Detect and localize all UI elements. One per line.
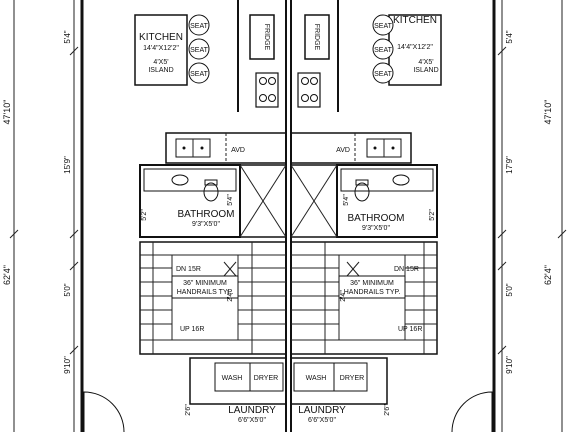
laundry-left	[189, 357, 287, 405]
island-dims-right: 4'X5'	[418, 59, 433, 66]
stair-note-left-1: 36" MINIMUM	[183, 280, 227, 287]
dim-left-inner-2: 15'9"	[63, 156, 72, 174]
stair-dn-right: DN 15R	[394, 266, 419, 273]
dim-left-outer-2: 62'4"	[2, 265, 12, 285]
door-swing-right	[451, 391, 493, 432]
fridge-label-left: FRIDGE	[263, 24, 270, 51]
stair-up-right: UP 16R	[398, 326, 422, 333]
toilet-right	[354, 182, 370, 202]
dim-right-inner-2: 17'9"	[505, 156, 514, 174]
dryer-left	[249, 362, 284, 392]
stair-up-left: UP 16R	[180, 326, 204, 333]
laundry-right	[290, 357, 388, 405]
laundry-name-left: LAUNDRY	[228, 405, 276, 416]
fridge-label-right: FRIDGE	[313, 24, 320, 51]
dim-small-8: 2'6"	[384, 404, 391, 416]
bathroom-dims-right: 9'3"X5'0"	[362, 225, 390, 232]
range-right	[297, 72, 321, 108]
dryer-label-right: DRYER	[340, 375, 364, 382]
seat-left-3	[188, 62, 210, 84]
dim-left-outer-1: 47'10"	[2, 100, 12, 125]
stair-left	[139, 241, 287, 355]
right-unit: KITCHEN 14'4"X12'2" 4'X5' ISLAND SEAT SE…	[290, 14, 493, 432]
laundry-dims-left: 6'6"X5'0"	[238, 417, 266, 424]
left-unit: KITCHEN 14'4"X12'2" 4'X5' ISLAND SEAT SE…	[83, 14, 287, 432]
fridge-left	[249, 14, 275, 60]
dim-right-outer-1: 47'10"	[543, 100, 553, 125]
dim-left-inner-1: 5'4"	[63, 30, 72, 43]
seat-label-right-3: SEAT	[374, 71, 392, 78]
range-left	[255, 72, 279, 108]
dim-right-outer-2: 62'4"	[543, 265, 553, 285]
kitchen-name-right: KITCHEN	[393, 15, 437, 26]
dim-small-7: 2'6"	[185, 404, 192, 416]
dim-small-4: 5'2"	[429, 209, 436, 221]
dim-right-inner-3: 5'0"	[505, 283, 514, 296]
bathroom-name-left: BATHROOM	[177, 209, 234, 220]
stair-dn-left: DN 15R	[176, 266, 201, 273]
avd-label-right: AVD	[336, 147, 350, 154]
dim-small-2: 5'4"	[343, 194, 350, 206]
avd-label-left: AVD	[231, 147, 245, 154]
dryer-right	[333, 362, 368, 392]
dim-left-inner-4: 9'10"	[63, 356, 72, 374]
dim-small-6: 2'4"	[340, 290, 347, 302]
seat-right-2	[372, 38, 394, 60]
seat-left-1	[188, 14, 210, 36]
toilet-left	[203, 182, 219, 202]
laundry-dims-right: 6'6"X5'0"	[308, 417, 336, 424]
bathroom-name-right: BATHROOM	[347, 213, 404, 224]
shaft-right	[290, 164, 338, 238]
bath-sink-left	[171, 174, 189, 186]
dim-right-inner-1: 5'4"	[505, 30, 514, 43]
dryer-label-left: DRYER	[254, 375, 278, 382]
stair-note-left-2: HANDRAILS TYP.	[177, 289, 234, 296]
seat-label-left-3: SEAT	[190, 71, 208, 78]
door-swing-left	[83, 391, 125, 432]
seat-right-3	[372, 62, 394, 84]
bathroom-dims-left: 9'3"X5'0"	[192, 221, 220, 228]
kitchen-dims-left: 14'4"X12'2"	[143, 45, 179, 52]
bath-sink-right	[392, 174, 410, 186]
dim-small-3: 5'2"	[141, 209, 148, 221]
seat-label-right-2: SEAT	[374, 47, 392, 54]
kitchen-name-left: KITCHEN	[139, 32, 183, 43]
island-dims-left: 4'X5'	[153, 59, 168, 66]
island-label-left: ISLAND	[148, 67, 173, 74]
kitchen-island-left	[134, 14, 188, 86]
seat-label-left-2: SEAT	[190, 47, 208, 54]
dim-right-inner-4: 9'10"	[505, 356, 514, 374]
seat-left-2	[188, 38, 210, 60]
shaft-left	[239, 164, 287, 238]
dim-small-1: 5'4"	[227, 194, 234, 206]
dimension-lines	[9, 0, 567, 432]
seat-label-left-1: SEAT	[190, 23, 208, 30]
fridge-right	[304, 14, 330, 60]
laundry-name-right: LAUNDRY	[298, 405, 346, 416]
stair-note-right-2: HANDRAILS TYP.	[344, 289, 401, 296]
wash-label-left: WASH	[222, 375, 243, 382]
stair-right	[290, 241, 438, 355]
seat-label-right-1: SEAT	[374, 23, 392, 30]
kitchen-dims-right: 14'4"X12'2"	[397, 44, 433, 51]
wash-label-right: WASH	[306, 375, 327, 382]
seat-right-1	[372, 14, 394, 36]
dim-small-5: 2'4"	[227, 290, 234, 302]
stair-note-right-1: 36" MINIMUM	[350, 280, 394, 287]
dim-left-inner-3: 5'0"	[63, 283, 72, 296]
island-label-right: ISLAND	[413, 67, 438, 74]
